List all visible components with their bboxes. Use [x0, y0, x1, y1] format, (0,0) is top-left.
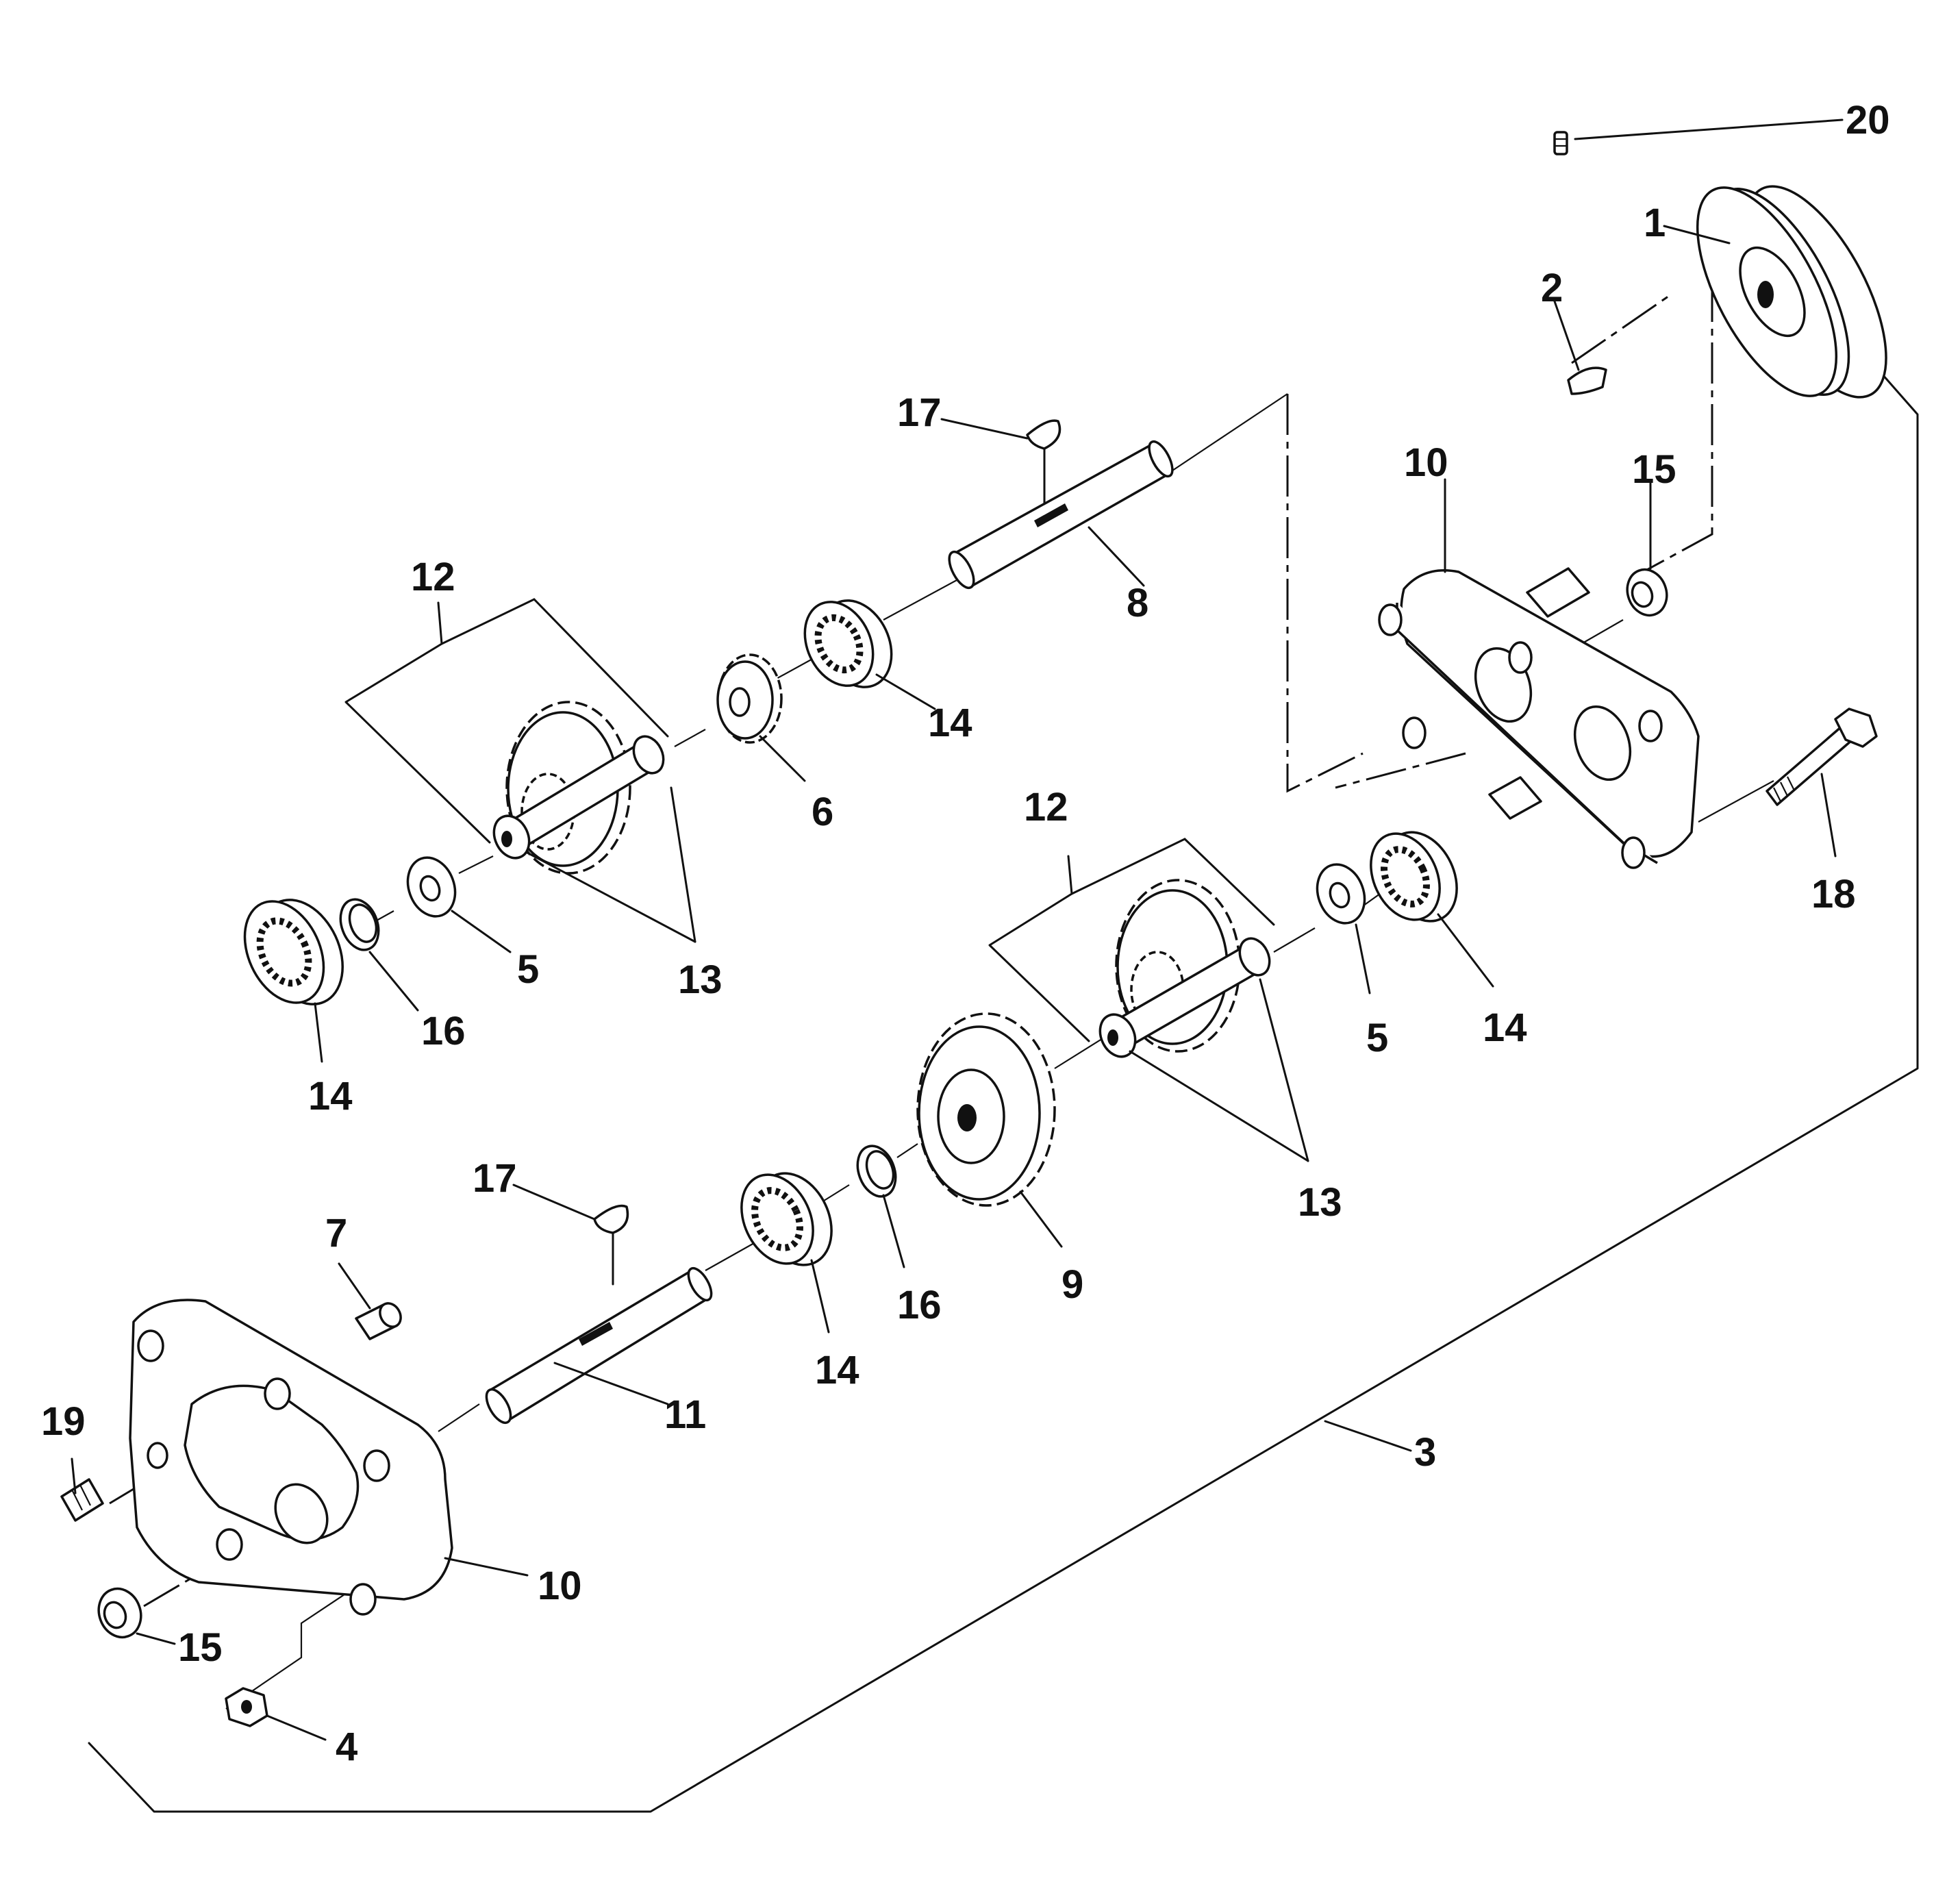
- set-screw-20: [1553, 131, 1568, 155]
- oil-seal-15-upper: [1626, 568, 1668, 617]
- leader-lines: [71, 118, 1844, 1741]
- label-7: 7: [325, 1211, 347, 1255]
- label-15-upper: 15: [1632, 447, 1676, 492]
- callout-labels: 20 1 2 17 10 15 8 12 14 6 12 18 5 13 16 …: [41, 98, 1890, 1769]
- label-4: 4: [336, 1725, 357, 1769]
- label-5-upper: 5: [517, 947, 539, 992]
- label-16-lower: 16: [897, 1283, 942, 1327]
- label-12-upper: 12: [411, 555, 455, 599]
- oil-seal-15-lower: [97, 1587, 142, 1639]
- callout-13-lower: [1129, 978, 1309, 1162]
- retaining-ring-16-upper: [339, 898, 380, 951]
- bearing-14-a: [803, 599, 893, 688]
- label-10-right: 10: [1404, 440, 1448, 485]
- woodruff-key-17-upper: [1026, 419, 1061, 450]
- hex-nut-4: [225, 1687, 268, 1727]
- label-12-lower: 12: [1024, 785, 1068, 829]
- pipe-plug-19: [60, 1478, 104, 1522]
- label-11: 11: [664, 1392, 706, 1437]
- bearing-14-c: [1370, 831, 1458, 923]
- label-20: 20: [1846, 98, 1890, 142]
- callout-12-upper: [344, 598, 669, 844]
- callout-12-lower: [988, 838, 1275, 1042]
- pulley-1: [1696, 185, 1887, 399]
- gear-housing-10-right: [1378, 567, 1700, 869]
- dowel-pin-7: [355, 1302, 402, 1340]
- label-16-upper: 16: [421, 1009, 466, 1053]
- spur-gear-9: [916, 1012, 1056, 1207]
- label-5-lower: 5: [1366, 1016, 1388, 1060]
- assembly-bracket: [88, 327, 1919, 1813]
- label-10-left: 10: [538, 1564, 582, 1608]
- label-8: 8: [1127, 581, 1148, 625]
- label-17-lower: 17: [473, 1156, 517, 1201]
- gear-cluster-13-lower: [1098, 879, 1271, 1058]
- label-13-upper: 13: [678, 958, 723, 1002]
- label-19: 19: [41, 1399, 86, 1444]
- bearing-14-b: [243, 899, 344, 1005]
- label-14-b: 14: [308, 1074, 353, 1118]
- thrust-washer-5-upper: [406, 856, 457, 918]
- label-13-lower: 13: [1298, 1180, 1342, 1225]
- shaft-11: [485, 1266, 713, 1425]
- label-14-c: 14: [1483, 1005, 1527, 1050]
- label-2: 2: [1541, 266, 1563, 310]
- label-14-d: 14: [815, 1348, 859, 1392]
- label-9: 9: [1061, 1262, 1083, 1307]
- pinion-gear-6: [716, 653, 783, 744]
- label-3: 3: [1414, 1430, 1436, 1475]
- retaining-ring-16-lower: [856, 1144, 897, 1198]
- label-1: 1: [1644, 201, 1666, 245]
- label-18: 18: [1811, 872, 1856, 916]
- woodruff-key-17-lower: [593, 1204, 629, 1234]
- thrust-washer-5-lower: [1316, 863, 1366, 925]
- cap-screw-18: [1766, 708, 1878, 806]
- callout-13-upper: [526, 786, 696, 943]
- label-15-lower: 15: [178, 1625, 223, 1670]
- label-6: 6: [812, 790, 833, 834]
- label-14-a: 14: [928, 701, 972, 745]
- shaft-8: [948, 440, 1174, 590]
- woodruff-key-2: [1567, 366, 1607, 395]
- gear-cluster-13-upper: [492, 701, 665, 875]
- bearing-14-d: [740, 1172, 833, 1266]
- label-17-upper: 17: [897, 390, 942, 435]
- gear-housing-10-left: [129, 1299, 453, 1616]
